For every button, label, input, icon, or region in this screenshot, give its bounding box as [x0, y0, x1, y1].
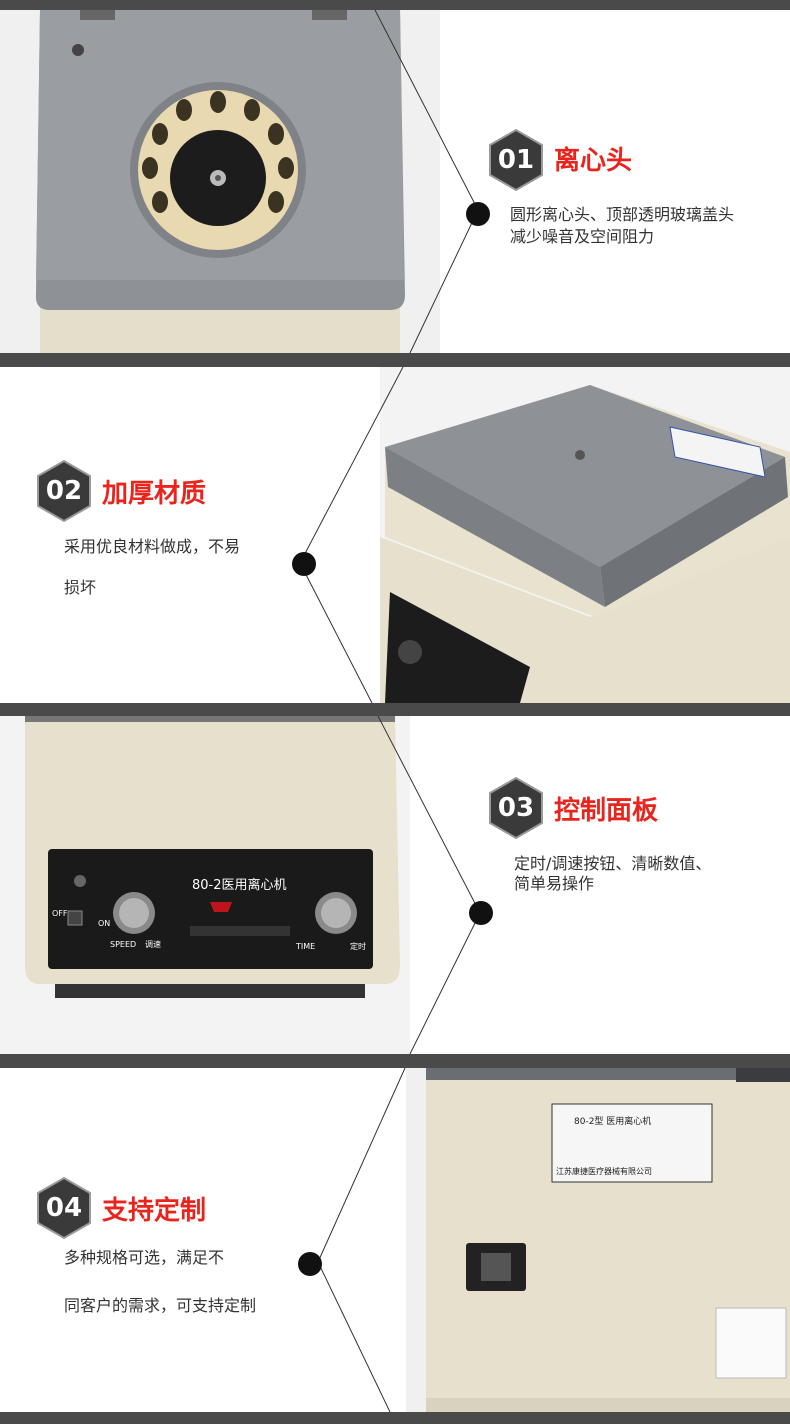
hex-badge: 03	[484, 776, 548, 840]
time-cn-label: 定时	[350, 941, 366, 951]
control-panel-photo: 80-2医用离心机 OFF ON SPEED 调速 TIME 定时	[0, 716, 410, 1054]
desc-line-1: 定时/调速按钮、清晰数值、	[514, 854, 712, 873]
body-photo	[380, 367, 790, 703]
on-label: ON	[98, 919, 110, 928]
section-title: 控制面板	[554, 796, 659, 826]
rotor-photo	[0, 10, 440, 353]
section-number: 04	[45, 1193, 83, 1223]
section-title: 离心头	[554, 146, 633, 176]
section-title: 支持定制	[102, 1196, 207, 1226]
divider-bar	[0, 1054, 790, 1068]
section-number: 02	[45, 476, 83, 506]
bullet-dot	[466, 202, 490, 226]
desc-line-2: 简单易操作	[514, 874, 595, 893]
off-label: OFF	[52, 909, 68, 918]
desc-line-1: 多种规格可选，满足不	[64, 1248, 225, 1267]
hex-badge: 02	[32, 459, 96, 523]
feature-section-3: 80-2医用离心机 OFF ON SPEED 调速 TIME 定时 03 控制面…	[0, 716, 790, 1054]
desc-line-1: 采用优良材料做成，不易	[64, 537, 241, 556]
bullet-dot	[292, 552, 316, 576]
speed-label: SPEED	[110, 940, 136, 949]
feature-section-1: 01 离心头 圆形离心头、顶部透明玻璃盖头 减少噪音及空间阻力	[0, 10, 790, 353]
divider-bar	[0, 0, 790, 10]
feature-section-2: 02 加厚材质 采用优良材料做成，不易 损坏	[0, 367, 790, 703]
divider-bar	[0, 703, 790, 716]
hex-badge: 01	[484, 128, 548, 192]
desc-line-1: 圆形离心头、顶部透明玻璃盖头	[510, 205, 735, 224]
time-label: TIME	[295, 942, 315, 951]
panel-model-text: 80-2医用离心机	[192, 877, 287, 893]
desc-line-2: 损坏	[64, 578, 97, 597]
section-number: 03	[497, 793, 535, 823]
divider-bar	[0, 353, 790, 367]
bullet-dot	[298, 1252, 322, 1276]
back-photo: 80-2型 医用离心机 江苏康捷医疗器械有限公司	[406, 1068, 790, 1412]
divider-bar	[0, 1412, 790, 1424]
nameplate-company: 江苏康捷医疗器械有限公司	[556, 1166, 652, 1176]
section-number: 01	[497, 145, 535, 175]
section-title: 加厚材质	[102, 479, 207, 509]
bullet-dot	[469, 901, 493, 925]
nameplate-title: 80-2型 医用离心机	[574, 1115, 651, 1127]
desc-line-2: 减少噪音及空间阻力	[510, 227, 655, 246]
desc-line-2: 同客户的需求，可支持定制	[64, 1296, 257, 1315]
feature-section-4: 80-2型 医用离心机 江苏康捷医疗器械有限公司 04 支持定制 多种规格可选，…	[0, 1068, 790, 1412]
speed-cn-label: 调速	[145, 940, 161, 949]
hex-badge: 04	[32, 1176, 96, 1240]
